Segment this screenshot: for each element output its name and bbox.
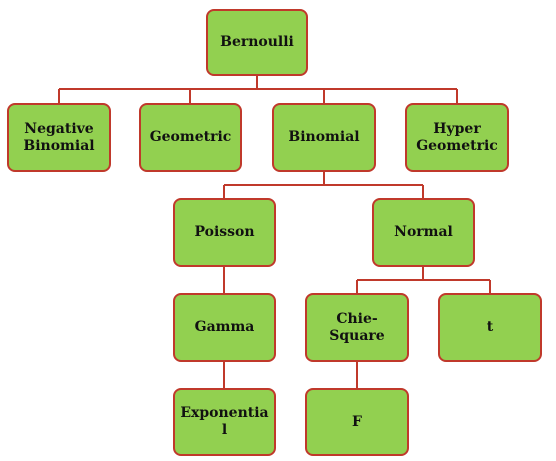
node-bernoulli: Bernoulli bbox=[206, 9, 308, 76]
node-f-label: F bbox=[352, 413, 362, 430]
node-binomial-label: Binomial bbox=[288, 129, 360, 145]
node-exponential-line1: Exponentia bbox=[180, 405, 269, 421]
node-chie-square: Chie- Square bbox=[305, 293, 409, 362]
node-binomial: Binomial bbox=[272, 103, 376, 172]
node-geometric-label: Geometric bbox=[149, 129, 232, 145]
node-hyper-geometric-line1: Hyper bbox=[433, 120, 481, 137]
node-normal-label: Normal bbox=[394, 224, 453, 240]
node-hyper-geometric-text: Hyper Geometric bbox=[416, 121, 498, 155]
node-gamma: Gamma bbox=[173, 293, 276, 362]
node-geometric: Geometric bbox=[139, 103, 242, 172]
node-bernoulli-label: Bernoulli bbox=[220, 34, 294, 50]
connector-bernoulli-children bbox=[58, 76, 458, 103]
node-normal: Normal bbox=[372, 198, 475, 267]
node-negative-binomial-line1: Negative bbox=[24, 120, 94, 137]
node-exponential-line2: l bbox=[221, 422, 228, 438]
node-t-label: t bbox=[486, 319, 494, 335]
connector-normal-children bbox=[356, 267, 491, 293]
node-chie-square-text: Chie- Square bbox=[329, 311, 384, 345]
node-negative-binomial-line2: Binomial bbox=[23, 137, 95, 154]
node-chie-square-line1: Chie- bbox=[336, 310, 378, 327]
node-negative-binomial: Negative Binomial bbox=[7, 103, 111, 172]
node-gamma-label: Gamma bbox=[194, 319, 255, 335]
node-poisson: Poisson bbox=[173, 198, 276, 267]
node-f: F bbox=[305, 388, 409, 456]
node-t: t bbox=[438, 293, 542, 362]
node-hyper-geometric-line2: Geometric bbox=[416, 137, 498, 154]
node-hyper-geometric: Hyper Geometric bbox=[405, 103, 509, 172]
node-poisson-label: Poisson bbox=[194, 224, 255, 240]
node-negative-binomial-text: Negative Binomial bbox=[23, 121, 94, 155]
node-exponential: Exponentia l bbox=[173, 388, 276, 456]
node-chie-square-line2: Square bbox=[329, 327, 385, 344]
node-exponential-text: Exponentia l bbox=[180, 405, 268, 439]
connector-binomial-children bbox=[223, 172, 424, 198]
